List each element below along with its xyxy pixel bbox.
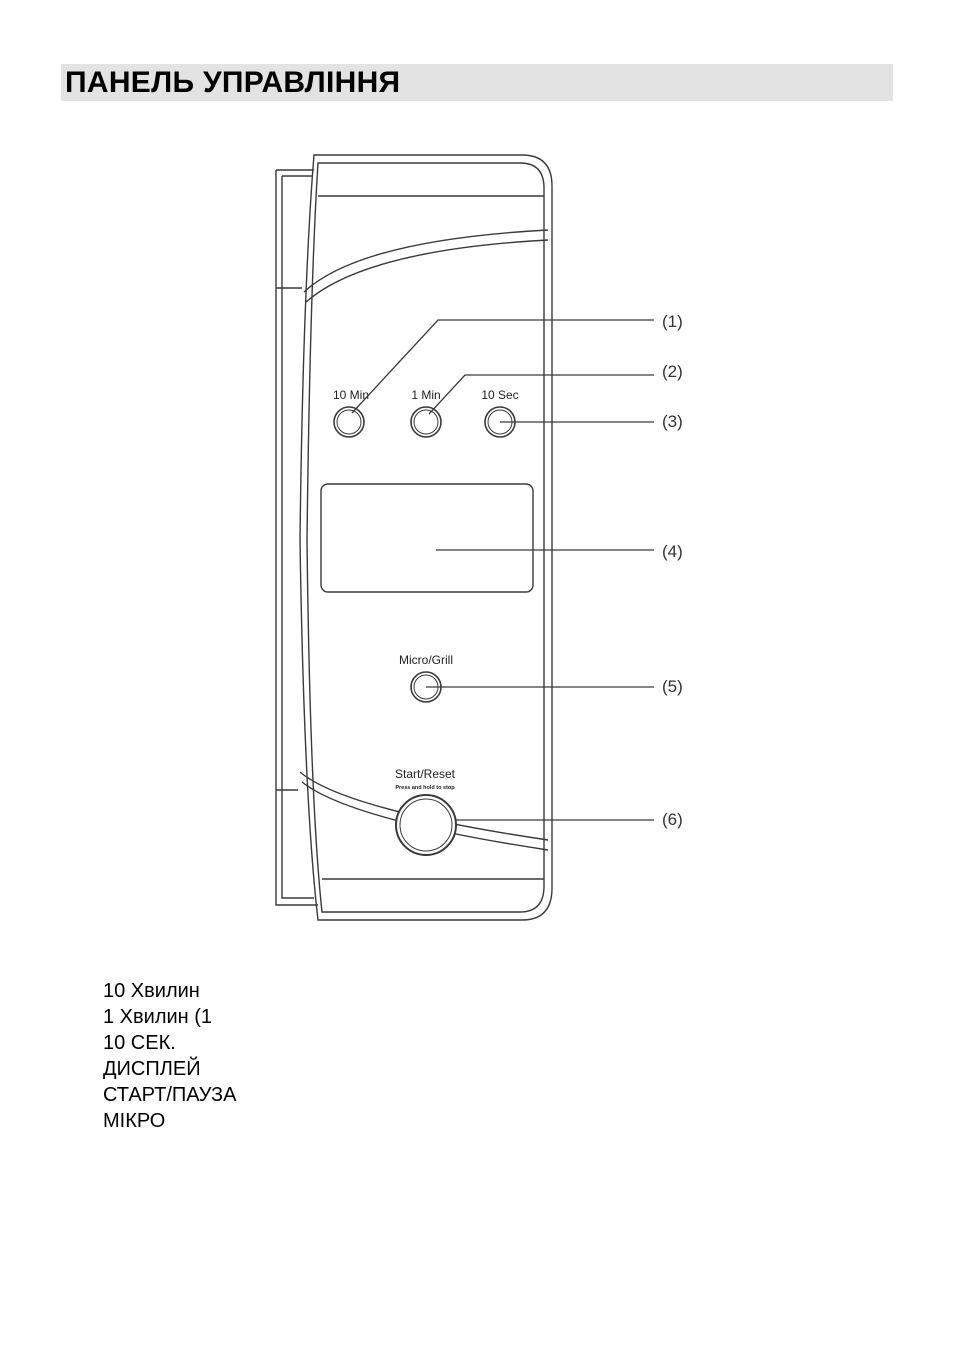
callout-1: (1) (662, 312, 683, 331)
panel-outer-outline (299, 154, 553, 921)
upper-swoosh-inner (305, 239, 549, 303)
button-labels: 10 Min 1 Min 10 Sec Micro/Grill Start/Re… (333, 388, 519, 791)
callout-6: (6) (662, 810, 683, 829)
callout-numbers: (1) (2) (3) (4) (5) (6) (662, 312, 683, 829)
page-title: ПАНЕЛЬ УПРАВЛІННЯ (65, 66, 401, 99)
lower-swoosh-inner (301, 781, 549, 851)
left-rail (275, 170, 318, 906)
label-start-reset: Start/Reset (395, 767, 456, 781)
control-panel-diagram: 10 Min 1 Min 10 Sec Micro/Grill Start/Re… (275, 154, 683, 921)
legend-item: 1 Хвилин (1 (103, 1006, 213, 1028)
panel-inner-outline (306, 162, 545, 913)
leader-lines (351, 319, 654, 821)
leader-2 (428, 374, 654, 415)
callout-3: (3) (662, 412, 683, 431)
callout-2: (2) (662, 362, 683, 381)
label-1-min: 1 Min (411, 388, 440, 402)
legend-item: 10 СЕК. (103, 1032, 176, 1054)
callout-5: (5) (662, 677, 683, 696)
legend-item: ДИСПЛЕЙ (103, 1058, 201, 1080)
button-10-min[interactable] (333, 406, 365, 438)
button-1-min-ring (413, 409, 439, 435)
button-1-min[interactable] (410, 406, 442, 438)
left-rail-inner (281, 176, 314, 899)
button-10-min-ring (336, 409, 362, 435)
legend-item: МІКРО (103, 1110, 166, 1132)
display-window (320, 483, 534, 593)
button-start-reset-ring (399, 798, 453, 852)
legend-list: 10 Хвилин 1 Хвилин (1 10 СЕК. ДИСПЛЕЙ СТ… (103, 978, 236, 1134)
section-title-bar: ПАНЕЛЬ УПРАВЛІННЯ (61, 64, 893, 101)
upper-swoosh-outer (303, 229, 549, 293)
callout-4: (4) (662, 542, 683, 561)
label-start-reset-sub: Press and hold to stop (395, 785, 455, 791)
label-10-sec: 10 Sec (481, 388, 518, 402)
legend-item: СТАРТ/ПАУЗА (103, 1084, 237, 1106)
leader-1 (351, 319, 654, 414)
label-10-min: 10 Min (333, 388, 369, 402)
label-micro-grill: Micro/Grill (399, 653, 453, 667)
button-start-reset[interactable] (395, 794, 457, 856)
lower-swoosh-outer (299, 771, 549, 841)
legend-item: 10 Хвилин (103, 980, 200, 1002)
panel-housing (275, 154, 553, 921)
